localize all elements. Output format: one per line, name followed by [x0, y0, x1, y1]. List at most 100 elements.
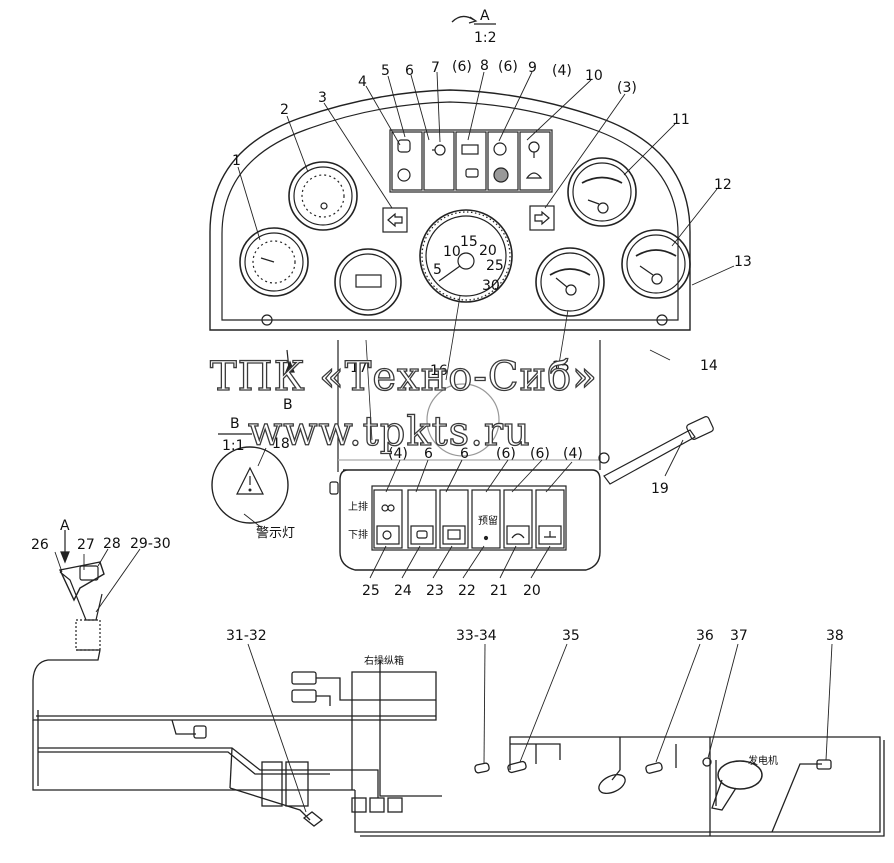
reserved-label: 预留: [478, 514, 498, 527]
switch-panel: [339, 459, 601, 579]
sensor-pad: [598, 769, 626, 795]
callout-14: 14: [700, 358, 718, 374]
callout-22: 22: [458, 583, 476, 599]
section-scale: 1:2: [474, 30, 497, 46]
gauge-15: [535, 247, 605, 317]
instrument-panel: [209, 89, 691, 331]
callout-15: 15: [552, 359, 570, 375]
switch-callout-leaders: [369, 459, 573, 579]
callout-24: 24: [394, 583, 412, 599]
callout-labels: 1 2 3 4 5 6 7 (6) 8 (6) 9 (4) 10 (3) 11 …: [31, 58, 844, 644]
callout-20: 20: [523, 583, 541, 599]
callout-25: 25: [362, 583, 380, 599]
callout-2: 2: [280, 102, 289, 118]
callout-6b: (6): [498, 59, 518, 75]
switch-23: [439, 489, 469, 549]
callout-33-34: 33-34: [456, 628, 497, 644]
left-turn-indicator: [382, 207, 408, 233]
callout-37: 37: [730, 628, 748, 644]
callout-7: 7: [431, 60, 440, 76]
watermark-url: www.tpkts.ru: [248, 409, 531, 455]
handbrake-lamp-icon: [397, 139, 411, 182]
gauge-11: [567, 157, 637, 227]
callout-11: 11: [672, 112, 690, 128]
section-marker: [451, 15, 496, 25]
oil-lamp-icon: [493, 142, 509, 183]
callout-9: 9: [528, 60, 537, 76]
wiring-harness-main: [32, 643, 885, 837]
switch-callout-6c: (6): [496, 446, 516, 462]
battery-lamp-icon: [461, 144, 479, 178]
callout-18: 18: [272, 436, 290, 452]
connector-36: [645, 762, 663, 774]
key-switch: [54, 530, 141, 651]
callout-27: 27: [77, 537, 95, 553]
warning-lamp-label: 警示灯: [256, 525, 295, 541]
gauge-1: [239, 227, 309, 297]
callout-10: 10: [585, 68, 603, 84]
switch-callout-6d: (6): [530, 446, 550, 462]
callout-29-30: 29-30: [130, 536, 171, 552]
switch-callout-4b: (4): [563, 446, 583, 462]
callout-28: 28: [103, 536, 121, 552]
watermark-company: ТПК «Техно-Сиб»: [210, 354, 598, 400]
callout-12: 12: [714, 177, 732, 193]
switch-24: [407, 489, 437, 549]
callout-1: 1: [232, 153, 241, 169]
callout-38: 38: [826, 628, 844, 644]
callout-19: 19: [651, 481, 669, 497]
callout-13: 13: [734, 254, 752, 270]
wiring-harness-right: [474, 643, 833, 836]
svg-text:25: 25: [486, 258, 504, 274]
callout-3a: (3): [617, 80, 637, 96]
mounting-bracket: [285, 295, 610, 495]
svg-text:30: 30: [482, 278, 500, 294]
callout-leaders-upper: [237, 71, 735, 361]
switch-20: [535, 489, 565, 549]
callout-31-32: 31-32: [226, 628, 267, 644]
switch-callout-6a: 6: [424, 446, 433, 462]
callout-36: 36: [696, 628, 714, 644]
callout-6: 6: [405, 63, 414, 79]
switch-25: [373, 489, 403, 549]
generator: [702, 757, 763, 811]
callout-17: 17: [350, 360, 368, 376]
right-control-box-label: 右操纵箱: [364, 654, 404, 667]
switch-22-reserved: [471, 489, 501, 549]
view-a-arrow-label: A: [60, 518, 70, 534]
callout-4a: (4): [552, 63, 572, 79]
callout-16: 16: [430, 363, 448, 379]
section-letter: A: [480, 8, 490, 24]
callout-8: 8: [480, 58, 489, 74]
generator-label: 发电机: [748, 754, 778, 767]
svg-text:15: 15: [460, 234, 478, 250]
view-b-letter: B: [230, 416, 240, 432]
view-b-arrow-label: B: [283, 397, 293, 413]
switch-callout-4a: (4): [388, 446, 408, 462]
filter-lamp-icon: [525, 141, 543, 179]
svg-text:10: 10: [443, 244, 461, 260]
speedometer: [419, 209, 513, 303]
view-b-scale: 1:1: [222, 438, 245, 454]
warning-lamp: [211, 433, 289, 529]
gauge-12: [621, 229, 691, 299]
connector-38: [816, 759, 832, 770]
turn-lever: [603, 416, 714, 485]
callout-21: 21: [490, 583, 508, 599]
upper-row-label: 上排: [348, 500, 368, 513]
callout-5: 5: [381, 63, 390, 79]
callout-23: 23: [426, 583, 444, 599]
connector-35: [507, 760, 527, 774]
speedometer-scale: 5 10 15 20 25 30: [433, 234, 504, 294]
svg-text:5: 5: [433, 262, 442, 278]
svg-text:20: 20: [479, 243, 497, 259]
callout-26: 26: [31, 537, 49, 553]
callout-4: 4: [358, 74, 367, 90]
hour-meter: [334, 248, 402, 316]
connector-33-34: [474, 762, 490, 774]
callout-35: 35: [562, 628, 580, 644]
callout-3: 3: [318, 90, 327, 106]
switch-21: [503, 489, 533, 549]
gauge-2: [288, 161, 358, 231]
callout-6a: (6): [452, 59, 472, 75]
